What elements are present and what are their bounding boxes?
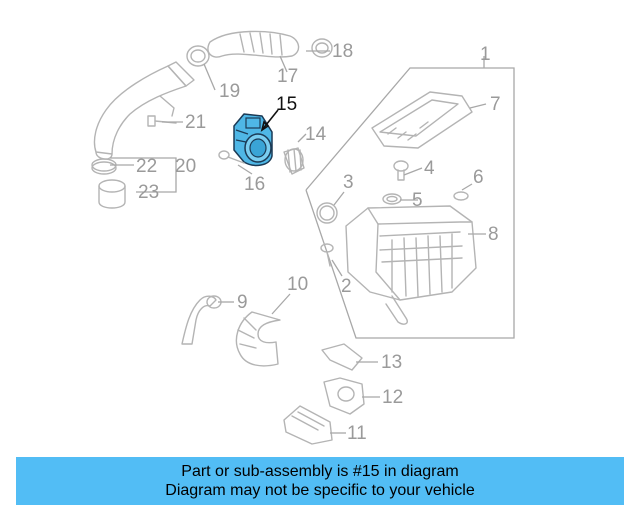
callout-8: 8	[488, 224, 499, 245]
callout-4: 4	[424, 158, 435, 179]
callout-17: 17	[277, 66, 298, 87]
callout-16: 16	[244, 174, 265, 195]
part-18-clamp[interactable]	[311, 38, 333, 58]
callout-6: 6	[473, 167, 484, 188]
part-3-ring[interactable]	[316, 202, 338, 224]
part-2-screw[interactable]	[320, 243, 334, 267]
part-13-bracket[interactable]	[321, 343, 363, 371]
part-4-sensor[interactable]	[393, 160, 409, 181]
part-8-filter-housing[interactable]	[345, 205, 477, 325]
callout-1: 1	[480, 44, 491, 65]
part-17-hose[interactable]	[207, 30, 300, 58]
callout-13: 13	[381, 352, 402, 373]
part-15-air-flow-sensor[interactable]	[233, 113, 273, 167]
callout-3: 3	[343, 172, 354, 193]
part-19-clamp[interactable]	[186, 45, 210, 67]
part-14-connector[interactable]	[283, 147, 305, 175]
callout-15: 15	[276, 94, 297, 115]
part-9-hose[interactable]	[181, 295, 222, 345]
part-21-bolt[interactable]	[147, 115, 177, 127]
part-23-sleeve[interactable]	[98, 179, 126, 209]
caption-line-1: Part or sub-assembly is #15 in diagram	[181, 463, 459, 480]
leader-lines	[110, 50, 487, 434]
callout-18: 18	[332, 41, 353, 62]
caption-line-2: Diagram may not be specific to your vehi…	[165, 482, 475, 499]
parts-diagram: 1 2 3 4 5 6 7 8 9 10 11 12 13 14 15 16 1…	[91, 30, 515, 445]
assembly-outline	[305, 56, 515, 339]
callout-5: 5	[412, 190, 423, 211]
callout-19: 19	[219, 81, 240, 102]
part-16-screw[interactable]	[218, 150, 245, 164]
callout-14: 14	[305, 124, 327, 145]
callout-numbers: 1 2 3 4 5 6 7 8 9 10 11 12 13 14 15 16 1…	[136, 41, 501, 444]
part-22-clamp[interactable]	[91, 158, 117, 175]
part-20-intake-duct[interactable]	[93, 61, 195, 160]
callout-2: 2	[341, 276, 352, 297]
part-10-hose[interactable]	[235, 311, 281, 367]
callout-7: 7	[490, 94, 501, 115]
part-11-duct[interactable]	[283, 405, 333, 445]
callout-21: 21	[185, 112, 206, 133]
part-7-housing-cover[interactable]	[371, 91, 473, 149]
callout-10: 10	[287, 274, 308, 295]
caption-banner: Part or sub-assembly is #15 in diagram D…	[16, 457, 624, 505]
callout-9: 9	[237, 292, 248, 313]
part-6-seal[interactable]	[453, 191, 469, 201]
callout-22: 22	[136, 156, 157, 177]
callout-20: 20	[175, 156, 196, 177]
callout-23: 23	[138, 182, 159, 203]
callout-12: 12	[382, 387, 403, 408]
part-5-seal[interactable]	[382, 193, 402, 205]
callout-11: 11	[347, 423, 367, 444]
part-12-resonator[interactable]	[323, 377, 365, 415]
